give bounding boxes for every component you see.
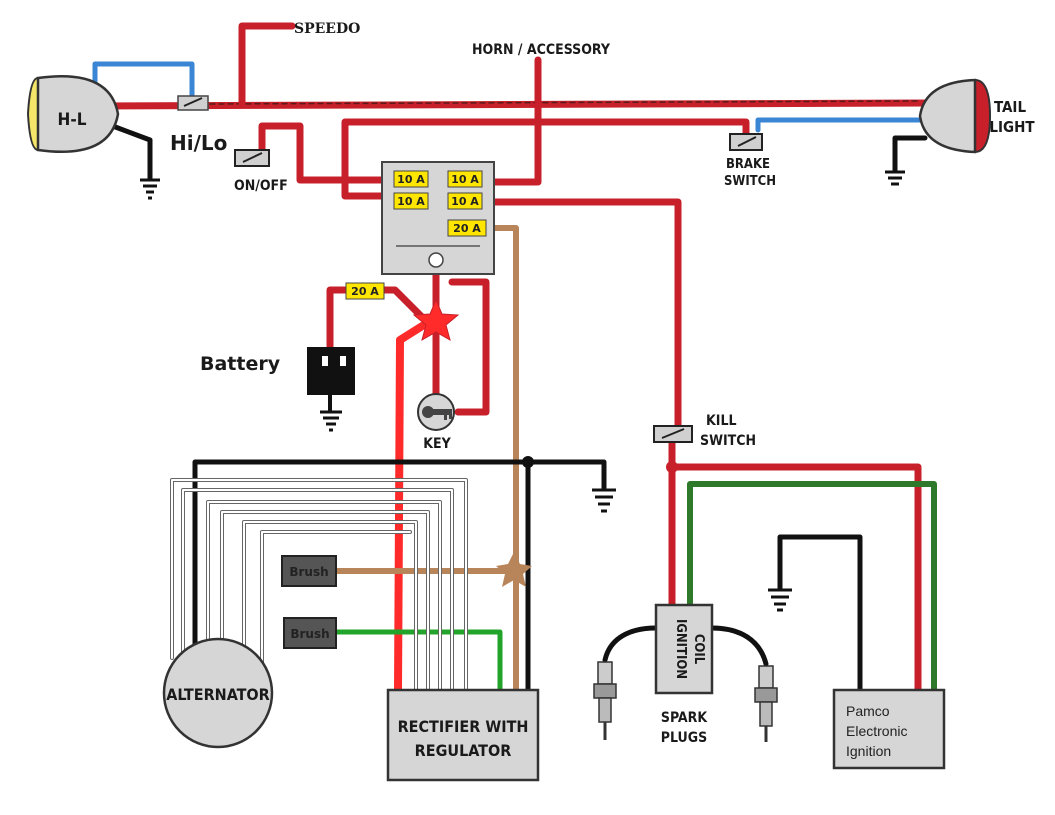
alternator-label: ALTERNATOR <box>166 685 270 704</box>
spark-plug-right-icon <box>754 665 778 742</box>
hilo-label: Hi/Lo <box>170 131 227 155</box>
charging-junction-star <box>412 298 460 342</box>
spark-plug-left-icon <box>593 661 617 740</box>
pamco-ground-icon <box>768 588 792 612</box>
wires <box>91 22 937 694</box>
kill-junction-dot <box>666 461 678 473</box>
stator-wire-1-in <box>171 479 467 691</box>
rectifier-label-2: REGULATOR <box>415 741 512 760</box>
main-lighting-wire <box>91 99 934 110</box>
brake-blue-wire <box>755 117 928 133</box>
coil-label-1: IGNITION <box>673 619 688 679</box>
fuse-3: 10 A <box>447 170 483 188</box>
fuse-box: 10 A 10 A 10 A 10 A 20 A <box>381 161 495 275</box>
brake-switch[interactable] <box>729 133 763 151</box>
stator-wire-6-in <box>261 531 411 691</box>
main-fuse: 20 A <box>345 282 385 300</box>
headlight: H-L <box>26 74 120 154</box>
ignition-feed-wire <box>484 198 682 432</box>
frame-ground-icon <box>592 488 616 513</box>
ground-bus-wire <box>192 459 607 651</box>
fuse-box-terminal <box>428 252 444 268</box>
svg-text:Brush: Brush <box>289 565 328 579</box>
key-switch-icon[interactable] <box>417 393 455 431</box>
stator-wire-5 <box>242 520 418 692</box>
rectifier-label-1: RECTIFIER WITH <box>398 717 529 736</box>
hilo-switch[interactable] <box>177 95 209 111</box>
pamco-green-wire <box>687 481 937 693</box>
pamco-label-3: Ignition <box>846 743 891 759</box>
fuse-5: 20 A <box>447 219 487 237</box>
spark-plugs-label-1: SPARK <box>661 710 708 726</box>
pamco-label-2: Electronic <box>846 723 907 739</box>
kill-switch[interactable] <box>653 425 693 443</box>
main-lighting-wire-stripe <box>209 100 921 105</box>
svg-text:10 A: 10 A <box>451 173 479 186</box>
coil-label-2: COIL <box>691 634 706 665</box>
tail-light-label-2: LIGHT <box>989 118 1035 136</box>
horn-accessory-wire <box>484 56 542 186</box>
stator-wire-2-in <box>182 489 453 691</box>
spark-lead-left <box>602 625 659 663</box>
spark-lead-right <box>709 625 769 667</box>
svg-text:20 A: 20 A <box>453 222 481 235</box>
speedo-wire <box>238 22 296 108</box>
fuse-2: 10 A <box>393 192 429 210</box>
key-return-wire <box>448 278 490 416</box>
tail-light-label-1: TAIL <box>994 98 1027 116</box>
spark-plugs-label-2: PLUGS <box>661 730 707 746</box>
speedo-label: SPEEDO <box>294 21 360 37</box>
brush-junction-star <box>496 552 532 587</box>
fuse-1: 10 A <box>393 170 429 188</box>
rectifier-regulator: RECTIFIER WITH REGULATOR <box>386 688 540 782</box>
onoff-label: ON/OFF <box>234 178 288 194</box>
pamco-ignition: Pamco Electronic Ignition <box>832 688 946 770</box>
battery <box>307 347 355 395</box>
ignition-coil: IGNITION COIL <box>654 603 714 695</box>
headlight-label: H-L <box>58 110 87 130</box>
svg-text:10 A: 10 A <box>451 195 479 208</box>
key-label: KEY <box>423 436 451 452</box>
onoff-wire <box>258 122 396 184</box>
stator-wire-4-in <box>221 511 429 691</box>
svg-text:Brush: Brush <box>290 627 329 641</box>
tail-ground-icon <box>885 170 905 186</box>
regulator-tan-wire <box>485 225 519 693</box>
battery-label: Battery <box>200 353 281 375</box>
horn-accessory-label: HORN / ACCESSORY <box>472 42 611 58</box>
pamco-ground-wire <box>777 534 863 693</box>
headlight-ground-wire <box>107 122 153 181</box>
tail-ground-wire <box>892 135 928 173</box>
brush-upper: Brush <box>281 555 337 587</box>
kill-switch-label-1: KILL <box>706 413 737 429</box>
ground-junction-dot <box>522 456 534 468</box>
pamco-label-1: Pamco <box>846 703 890 719</box>
kill-switch-label-2: SWITCH <box>700 433 756 449</box>
headlight-ground-icon <box>140 178 160 200</box>
battery-ground-icon <box>320 410 342 432</box>
kill-to-pamco-red-wire <box>668 463 922 694</box>
hilo-blue-wire <box>92 61 195 107</box>
brake-switch-label-2: SWITCH <box>724 174 776 189</box>
brush-green-wire <box>333 629 503 693</box>
alternator: ALTERNATOR <box>162 637 274 749</box>
svg-text:10 A: 10 A <box>397 195 425 208</box>
brush-lower: Brush <box>283 617 337 649</box>
svg-text:10 A: 10 A <box>397 173 425 186</box>
onoff-switch[interactable] <box>234 149 270 167</box>
stator-wire-5-in <box>243 521 417 691</box>
stator-wire-3-in <box>207 501 441 691</box>
brake-switch-wire <box>341 118 750 200</box>
svg-text:20 A: 20 A <box>351 285 379 298</box>
tail-light <box>918 78 992 154</box>
brake-switch-label-1: BRAKE <box>726 157 770 172</box>
fuse-4: 10 A <box>447 192 483 210</box>
